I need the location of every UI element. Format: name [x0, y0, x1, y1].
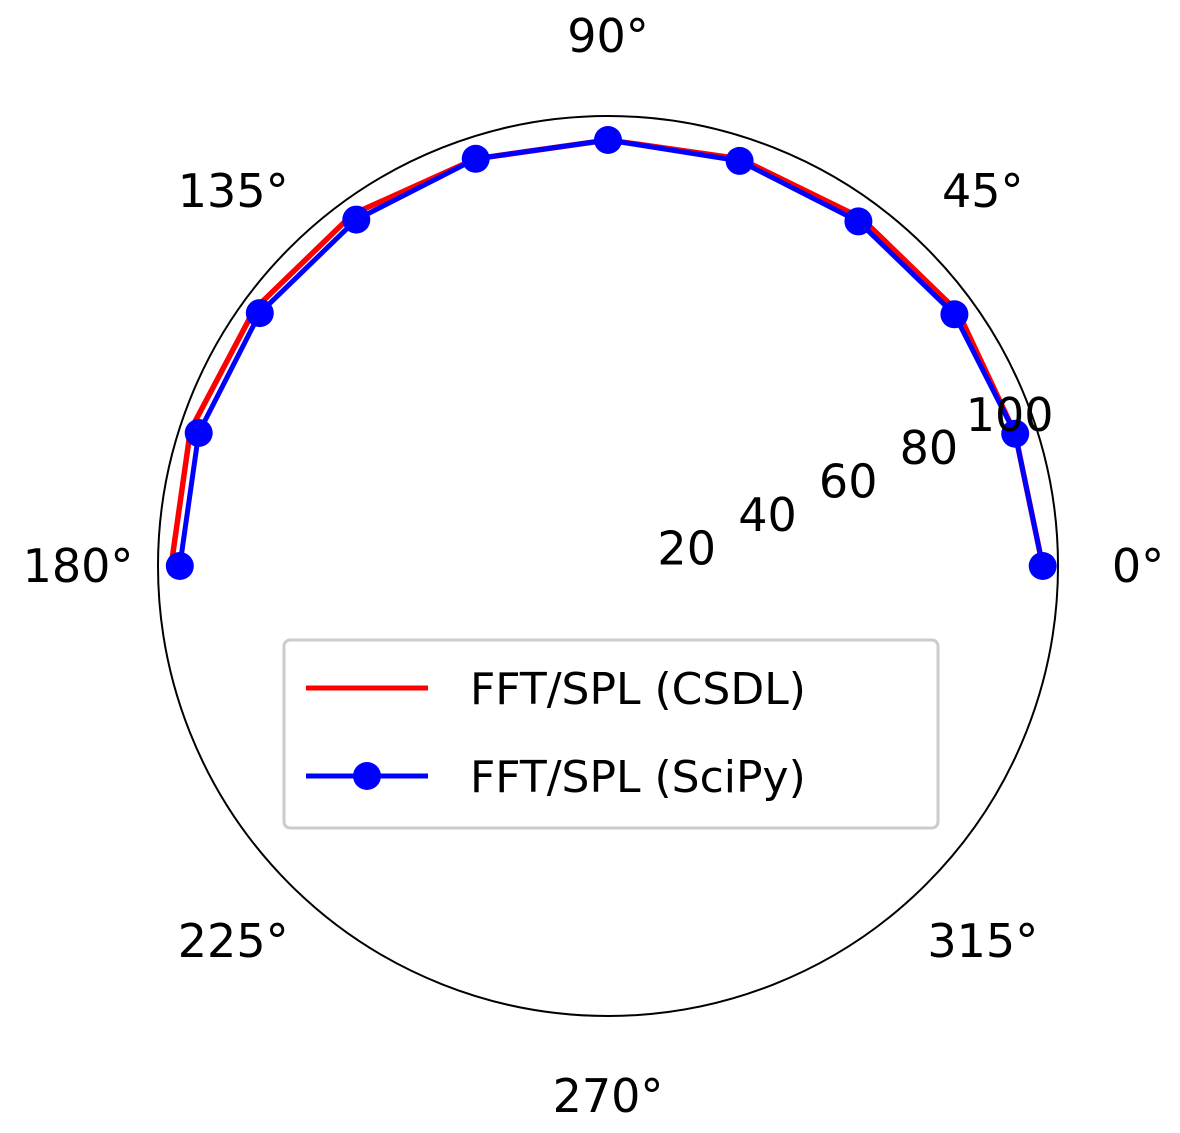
theta-tick-label: 90° [567, 9, 649, 63]
legend-box [282, 638, 940, 830]
radial-tick-label: 100 [966, 388, 1054, 442]
plot-area [157, 115, 1059, 1017]
theta-tick-label: 45° [942, 164, 1024, 218]
theta-tick-label: 0° [1112, 539, 1164, 593]
legend: FFT/SPL (CSDL) FFT/SPL (SciPy) [282, 638, 940, 830]
series-2-point-7 [342, 205, 371, 234]
series-2-point-8 [245, 299, 274, 328]
radial-tick-label: 40 [738, 488, 797, 542]
radial-tick-label: 20 [657, 522, 716, 576]
theta-tick-labels: 0° 45° 90° 135° 180° 225° 270° 315° [23, 9, 1165, 1123]
theta-tick-label: 135° [178, 164, 289, 218]
theta-tick-label: 180° [23, 539, 134, 593]
theta-tick-label: 225° [178, 914, 289, 968]
series-2-point-3 [844, 207, 873, 236]
series-2-point-0 [1028, 552, 1057, 580]
radial-tick-label: 60 [819, 455, 878, 509]
series-2-point-2 [940, 300, 969, 329]
series-2-point-10 [165, 552, 194, 580]
series-2-point-1 [1001, 419, 1030, 448]
series-2-point-4 [725, 146, 754, 175]
theta-tick-label: 315° [927, 914, 1038, 968]
legend-marker-2 [353, 762, 381, 790]
series-2-point-5 [594, 126, 622, 154]
theta-tick-label: 270° [553, 1069, 664, 1123]
legend-label-2: FFT/SPL (SciPy) [470, 752, 806, 803]
legend-label-1: FFT/SPL (CSDL) [470, 664, 806, 715]
polar-frame [157, 115, 1059, 1017]
series-2-point-9 [184, 419, 213, 447]
series-2-point-6 [461, 144, 490, 173]
series-line-2 [177, 137, 1046, 567]
series-line-1 [168, 137, 1046, 567]
radial-tick-label: 80 [900, 421, 959, 475]
